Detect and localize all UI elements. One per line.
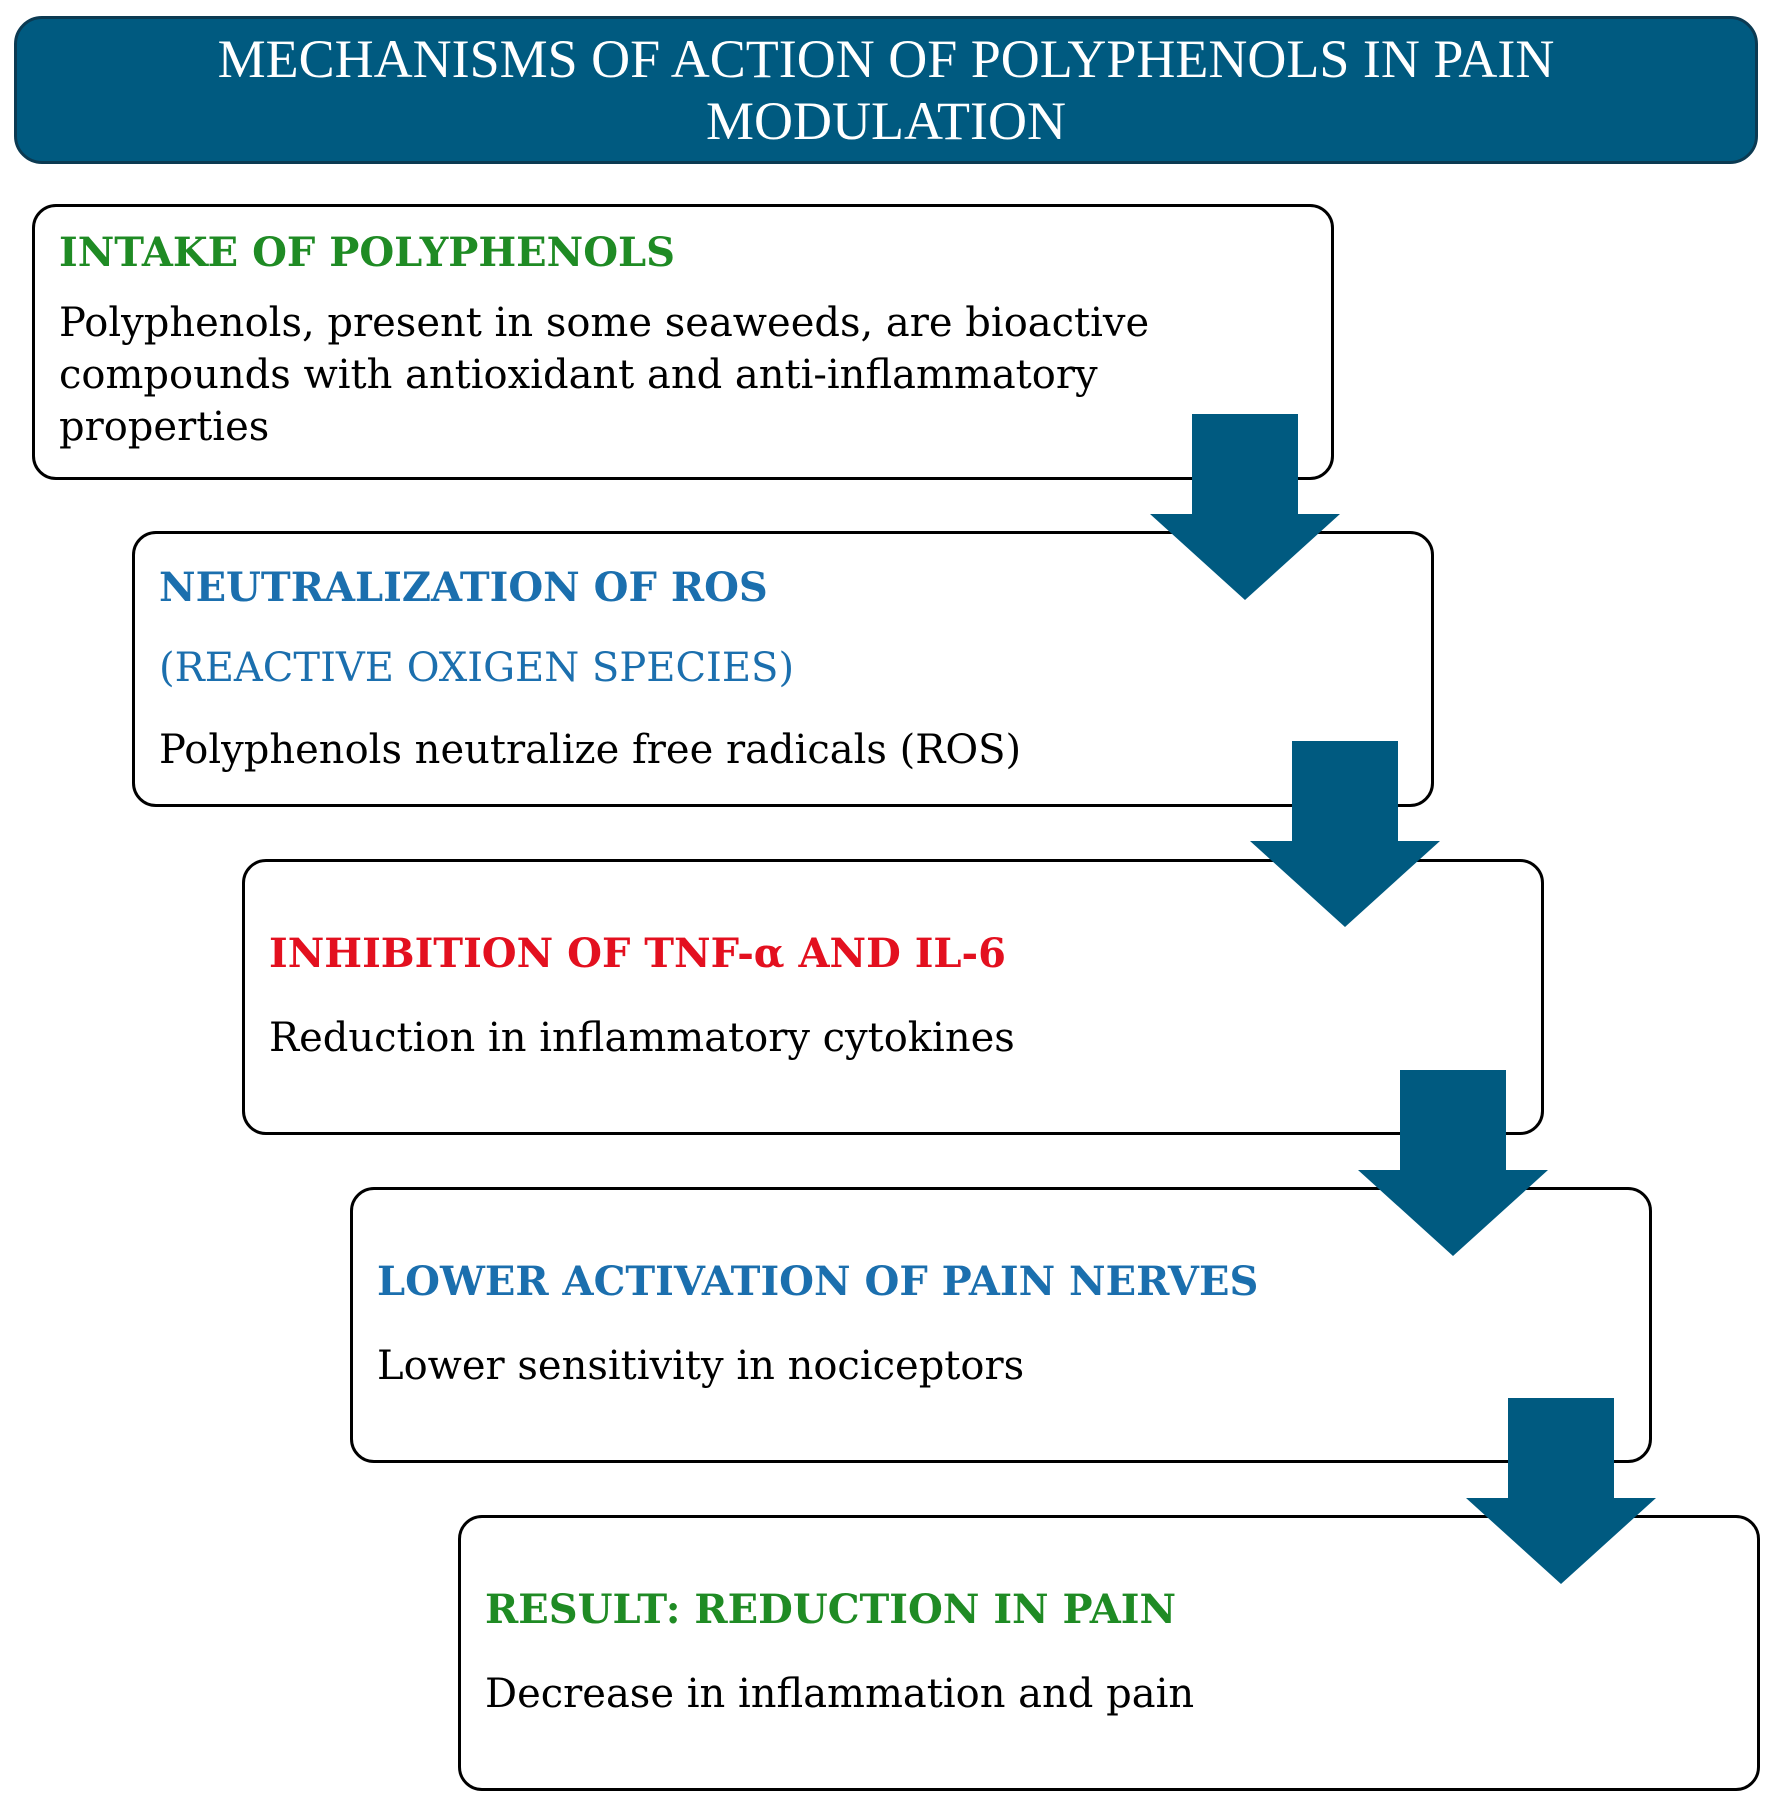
down-arrow-icon [1250,741,1440,927]
step-heading-neutralization: NEUTRALIZATION OF ROS [159,564,768,611]
down-arrow-icon [1358,1070,1548,1256]
step-heading-intake: INTAKE OF POLYPHENOLS [59,229,676,276]
step-heading-result: RESULT: REDUCTION IN PAIN [485,1586,1177,1633]
step-description-lower-activation: Lower sensitivity in nociceptors [377,1343,1025,1389]
description-line: Polyphenols, present in some seaweeds, a… [59,300,1150,346]
down-arrow-icon [1150,414,1340,600]
title-banner: MECHANISMS OF ACTION OF POLYPHENOLS IN P… [14,16,1758,164]
step-box-lower-activation: LOWER ACTIVATION OF PAIN NERVES Lower se… [350,1187,1652,1463]
step-description-inhibition: Reduction in inflammatory cytokines [269,1015,1015,1061]
step-box-neutralization: NEUTRALIZATION OF ROS (REACTIVE OXIGEN S… [132,531,1434,807]
step-subheading-neutralization: (REACTIVE OXIGEN SPECIES) [159,645,795,691]
step-description-result: Decrease in inflammation and pain [485,1671,1195,1717]
diagram-title: MECHANISMS OF ACTION OF POLYPHENOLS IN P… [217,29,1555,151]
description-line: properties [59,404,270,450]
step-description-neutralization: Polyphenols neutralize free radicals (RO… [159,727,1022,773]
step-heading-inhibition: INHIBITION OF TNF-α AND IL-6 [269,930,1006,977]
step-heading-lower-activation: LOWER ACTIVATION OF PAIN NERVES [377,1258,1259,1305]
description-line: compounds with antioxidant and anti-infl… [59,352,1098,398]
step-box-intake: INTAKE OF POLYPHENOLS Polyphenols, prese… [32,204,1334,480]
step-description-intake: Polyphenols, present in some seaweeds, a… [59,297,1149,453]
down-arrow-icon [1466,1398,1656,1584]
